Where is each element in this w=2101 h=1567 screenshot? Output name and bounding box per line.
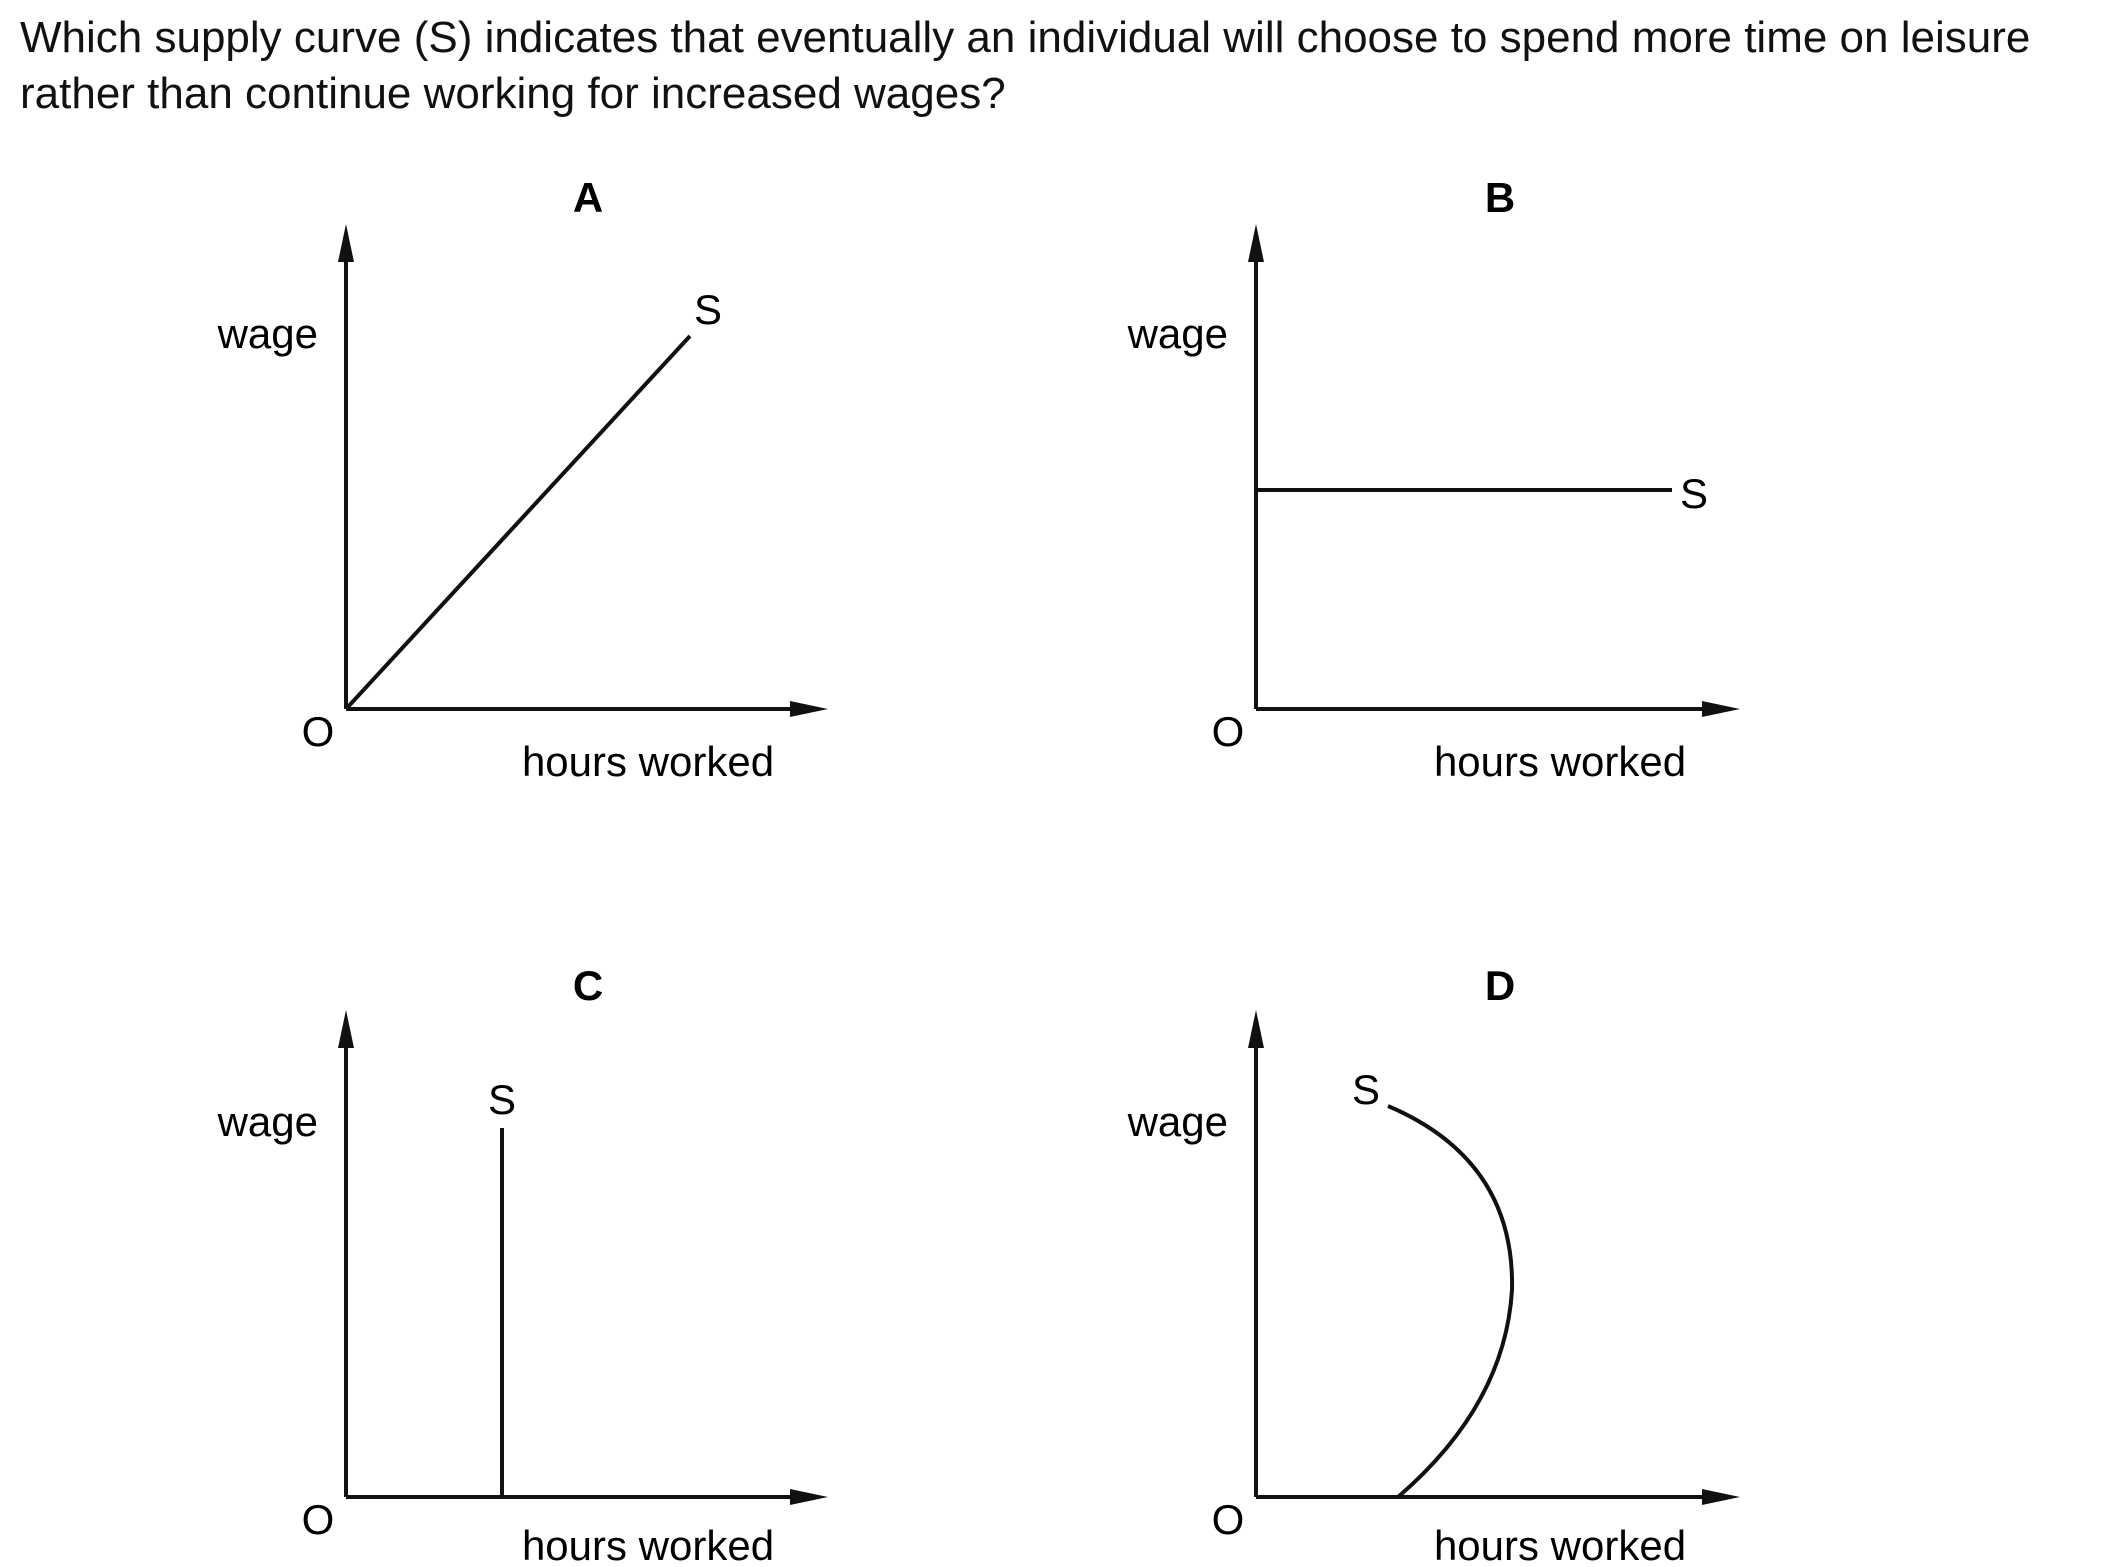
panel-a: A wage hours worked O S xyxy=(217,174,828,785)
x-label-a: hours worked xyxy=(522,738,774,785)
origin-a: O xyxy=(302,708,335,755)
origin-b: O xyxy=(1212,708,1245,755)
origin-d: O xyxy=(1212,1496,1245,1543)
y-label-b: wage xyxy=(1127,310,1228,357)
origin-c: O xyxy=(302,1496,335,1543)
x-label-b: hours worked xyxy=(1434,738,1686,785)
curve-label-a: S xyxy=(694,286,722,333)
curve-label-c: S xyxy=(488,1076,516,1123)
panel-d: D wage hours worked O S xyxy=(1127,962,1740,1567)
curve-label-d: S xyxy=(1352,1066,1380,1113)
panel-letter-b: B xyxy=(1485,174,1515,221)
panel-c: C wage hours worked O S xyxy=(217,962,828,1567)
panel-letter-a: A xyxy=(573,174,603,221)
x-label-c: hours worked xyxy=(522,1522,774,1567)
question-text: Which supply curve (S) indicates that ev… xyxy=(20,13,2031,118)
y-label-c: wage xyxy=(217,1098,318,1145)
y-label-a: wage xyxy=(217,310,318,357)
supply-curve-a xyxy=(344,334,692,711)
panel-letter-d: D xyxy=(1485,962,1515,1009)
curve-label-b: S xyxy=(1680,470,1708,517)
y-label-d: wage xyxy=(1127,1098,1228,1145)
panel-b: B wage hours worked O S xyxy=(1127,174,1740,785)
panel-letter-c: C xyxy=(573,962,603,1009)
supply-curve-d xyxy=(1387,1104,1515,1499)
x-label-d: hours worked xyxy=(1434,1522,1686,1567)
